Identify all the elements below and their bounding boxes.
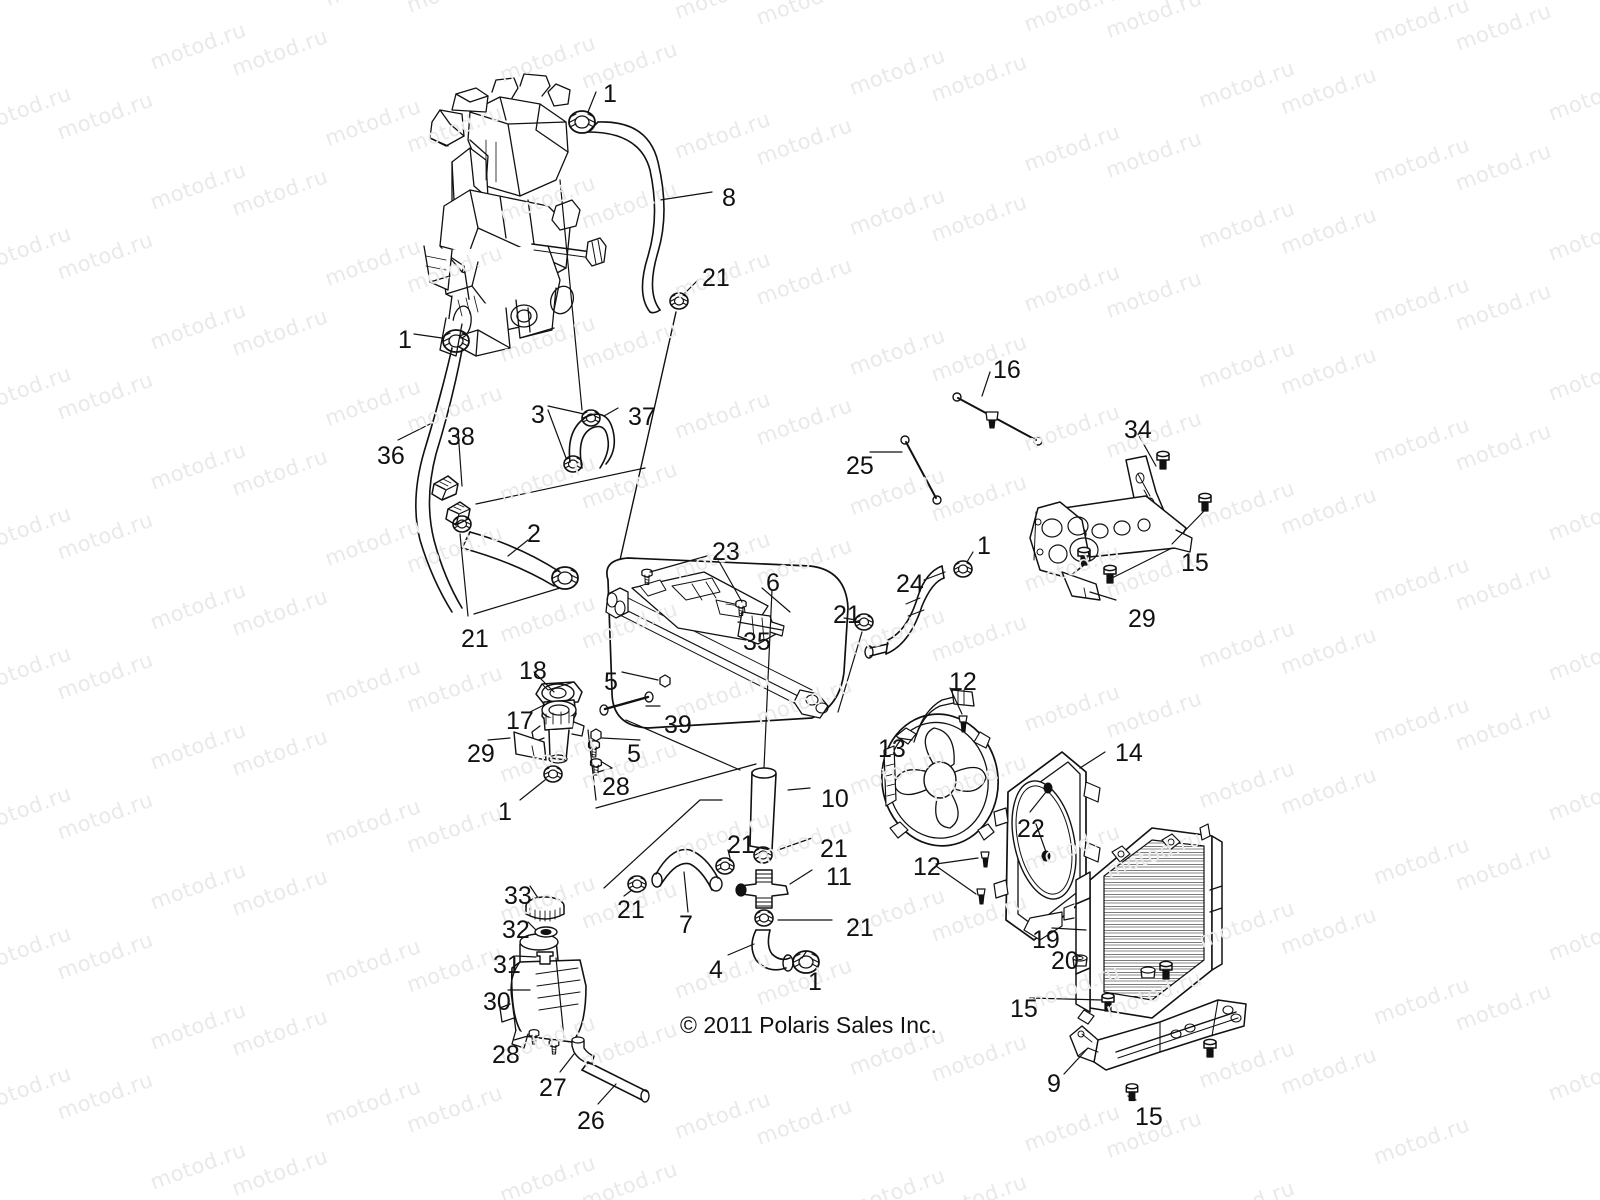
callout-28-screw-self-tap: 28 xyxy=(492,1041,520,1069)
callout-39-stud-pin: 39 xyxy=(664,711,692,739)
callout-30-recovery-bottle: 30 xyxy=(483,988,511,1016)
callout-13-cooling-fan-assembly: 13 xyxy=(878,735,906,763)
callout-35-sensor-fitting: 35 xyxy=(743,628,771,656)
callout-1-hose-clamp: 1 xyxy=(977,532,991,560)
callout-36-coolant-hose-long: 36 xyxy=(377,442,405,470)
callout-11-tee-fitting: 11 xyxy=(826,863,852,891)
callout-25-support-rod-short: 25 xyxy=(846,452,874,480)
callout-2-coolant-hose: 2 xyxy=(527,520,541,548)
callout-1-hose-clamp: 1 xyxy=(498,798,512,826)
callout-26-overflow-hose: 26 xyxy=(577,1107,605,1135)
callout-21-hose-clamp-small: 21 xyxy=(617,896,645,924)
callout-21-hose-clamp-small: 21 xyxy=(727,831,755,859)
callout-15-bolt-flange: 15 xyxy=(1181,549,1209,577)
callout-20-well-nut: 20 xyxy=(1051,947,1079,975)
callout-19-radiator: 19 xyxy=(1032,926,1060,954)
callout-5-nut: 5 xyxy=(604,668,618,696)
callout-33-bottle-cap: 33 xyxy=(504,882,532,910)
callout-24-bypass-hose-formed: 24 xyxy=(896,570,924,598)
callout-17-filler-neck: 17 xyxy=(506,707,534,735)
callout-15-bolt-flange: 15 xyxy=(1135,1103,1163,1131)
callout-12-screw-fan: 12 xyxy=(949,668,977,696)
callout-5-nut: 5 xyxy=(627,740,641,768)
callout-21-hose-clamp-small: 21 xyxy=(833,601,861,629)
callout-32-washer-seal: 32 xyxy=(502,916,530,944)
callout-10-hose-straight: 10 xyxy=(821,785,849,813)
callout-18-pressure-cap: 18 xyxy=(519,657,547,685)
callout-8-radiator-hose-upper: 8 xyxy=(722,184,736,212)
callout-16-support-rod: 16 xyxy=(993,356,1021,384)
callout-1-hose-clamp: 1 xyxy=(398,326,412,354)
callout-6-oil-cooler: 6 xyxy=(766,569,780,597)
copyright-notice: © 2011 Polaris Sales Inc. xyxy=(680,1012,937,1038)
callout-21-hose-clamp-small: 21 xyxy=(820,835,848,863)
callout-9-lower-mount-bracket: 9 xyxy=(1047,1070,1061,1098)
callout-14-fan-shroud: 14 xyxy=(1115,739,1143,767)
callout-28-screw-self-tap: 28 xyxy=(602,773,630,801)
callout-31-grommet: 31 xyxy=(493,951,521,979)
callout-21-hose-clamp-small: 21 xyxy=(461,625,489,653)
callout-1-hose-clamp: 1 xyxy=(808,968,822,996)
callout-4-elbow-hose: 4 xyxy=(709,956,723,984)
callout-27-elbow-fitting: 27 xyxy=(539,1074,567,1102)
callout-38-hose-tee-fitting: 38 xyxy=(447,423,475,451)
callout-23-screw: 23 xyxy=(712,538,740,566)
callout-22-rivet-shroud: 22 xyxy=(1017,815,1045,843)
callout-15-bolt-flange: 15 xyxy=(1010,995,1038,1023)
callout-7-hose-bent: 7 xyxy=(679,911,693,939)
callout-34-radiator-mount-bracket: 34 xyxy=(1124,416,1152,444)
callout-1-hose-clamp: 1 xyxy=(603,80,617,108)
callout-12-screw-fan: 12 xyxy=(913,853,941,881)
callout-21-hose-clamp-small: 21 xyxy=(846,914,874,942)
callout-37-bypass-hose: 37 xyxy=(628,403,656,431)
callout-29-wedge-block: 29 xyxy=(467,740,495,768)
callout-21-hose-clamp-small: 21 xyxy=(702,264,730,292)
callout-3-bypass-hose-clamp: 3 xyxy=(531,401,545,429)
callout-29-wedge-block: 29 xyxy=(1128,605,1156,633)
